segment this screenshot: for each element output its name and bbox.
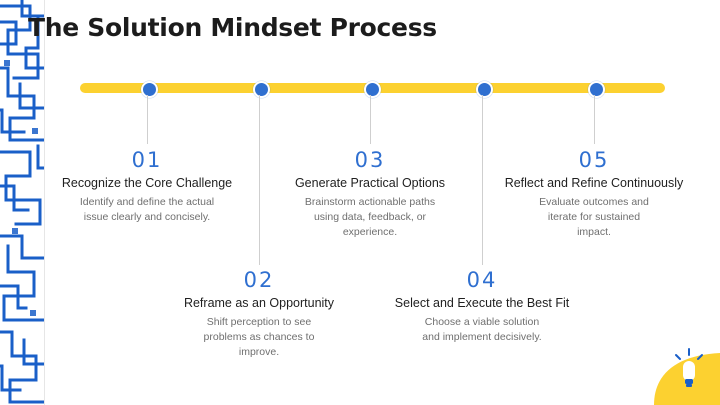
timeline-node-2[interactable]	[253, 81, 270, 98]
maze-decoration	[0, 0, 44, 405]
step-03: 03 Generate Practical Options Brainstorm…	[268, 148, 472, 240]
connector-4	[482, 95, 483, 265]
step-03-number: 03	[354, 148, 386, 172]
step-01: 01 Recognize the Core Challenge Identify…	[47, 148, 247, 225]
timeline-node-4[interactable]	[476, 81, 493, 98]
connector-3	[370, 95, 371, 144]
step-05: 05 Reflect and Refine Continuously Evalu…	[491, 148, 697, 240]
step-05-description: Evaluate outcomes and iterate for sustai…	[539, 196, 649, 238]
lightbulb-icon	[600, 335, 720, 405]
step-05-title: Reflect and Refine Continuously	[504, 176, 684, 190]
step-04-description: Choose a viable solution and implement d…	[422, 316, 542, 343]
step-04-title: Select and Execute the Best Fit	[394, 296, 570, 310]
connector-2	[259, 95, 260, 265]
timeline-node-1[interactable]	[141, 81, 158, 98]
step-02-number: 02	[243, 268, 275, 292]
step-01-title: Recognize the Core Challenge	[61, 176, 233, 190]
left-divider	[44, 0, 45, 405]
connector-1	[147, 95, 148, 144]
connector-5	[594, 95, 595, 144]
step-03-title: Generate Practical Options	[294, 176, 446, 190]
timeline-node-5[interactable]	[588, 81, 605, 98]
step-02-title: Reframe as an Opportunity	[183, 296, 335, 310]
page-title: The Solution Mindset Process	[28, 13, 437, 42]
step-04: 04 Select and Execute the Best Fit Choos…	[378, 268, 586, 345]
step-01-number: 01	[131, 148, 163, 172]
step-01-description: Identify and define the actual issue cle…	[79, 196, 215, 223]
step-03-description: Brainstorm actionable paths using data, …	[304, 196, 436, 238]
step-05-number: 05	[578, 148, 610, 172]
step-02: 02 Reframe as an Opportunity Shift perce…	[159, 268, 359, 360]
step-04-number: 04	[466, 268, 498, 292]
step-02-description: Shift perception to see problems as chan…	[203, 316, 315, 358]
timeline-node-3[interactable]	[364, 81, 381, 98]
